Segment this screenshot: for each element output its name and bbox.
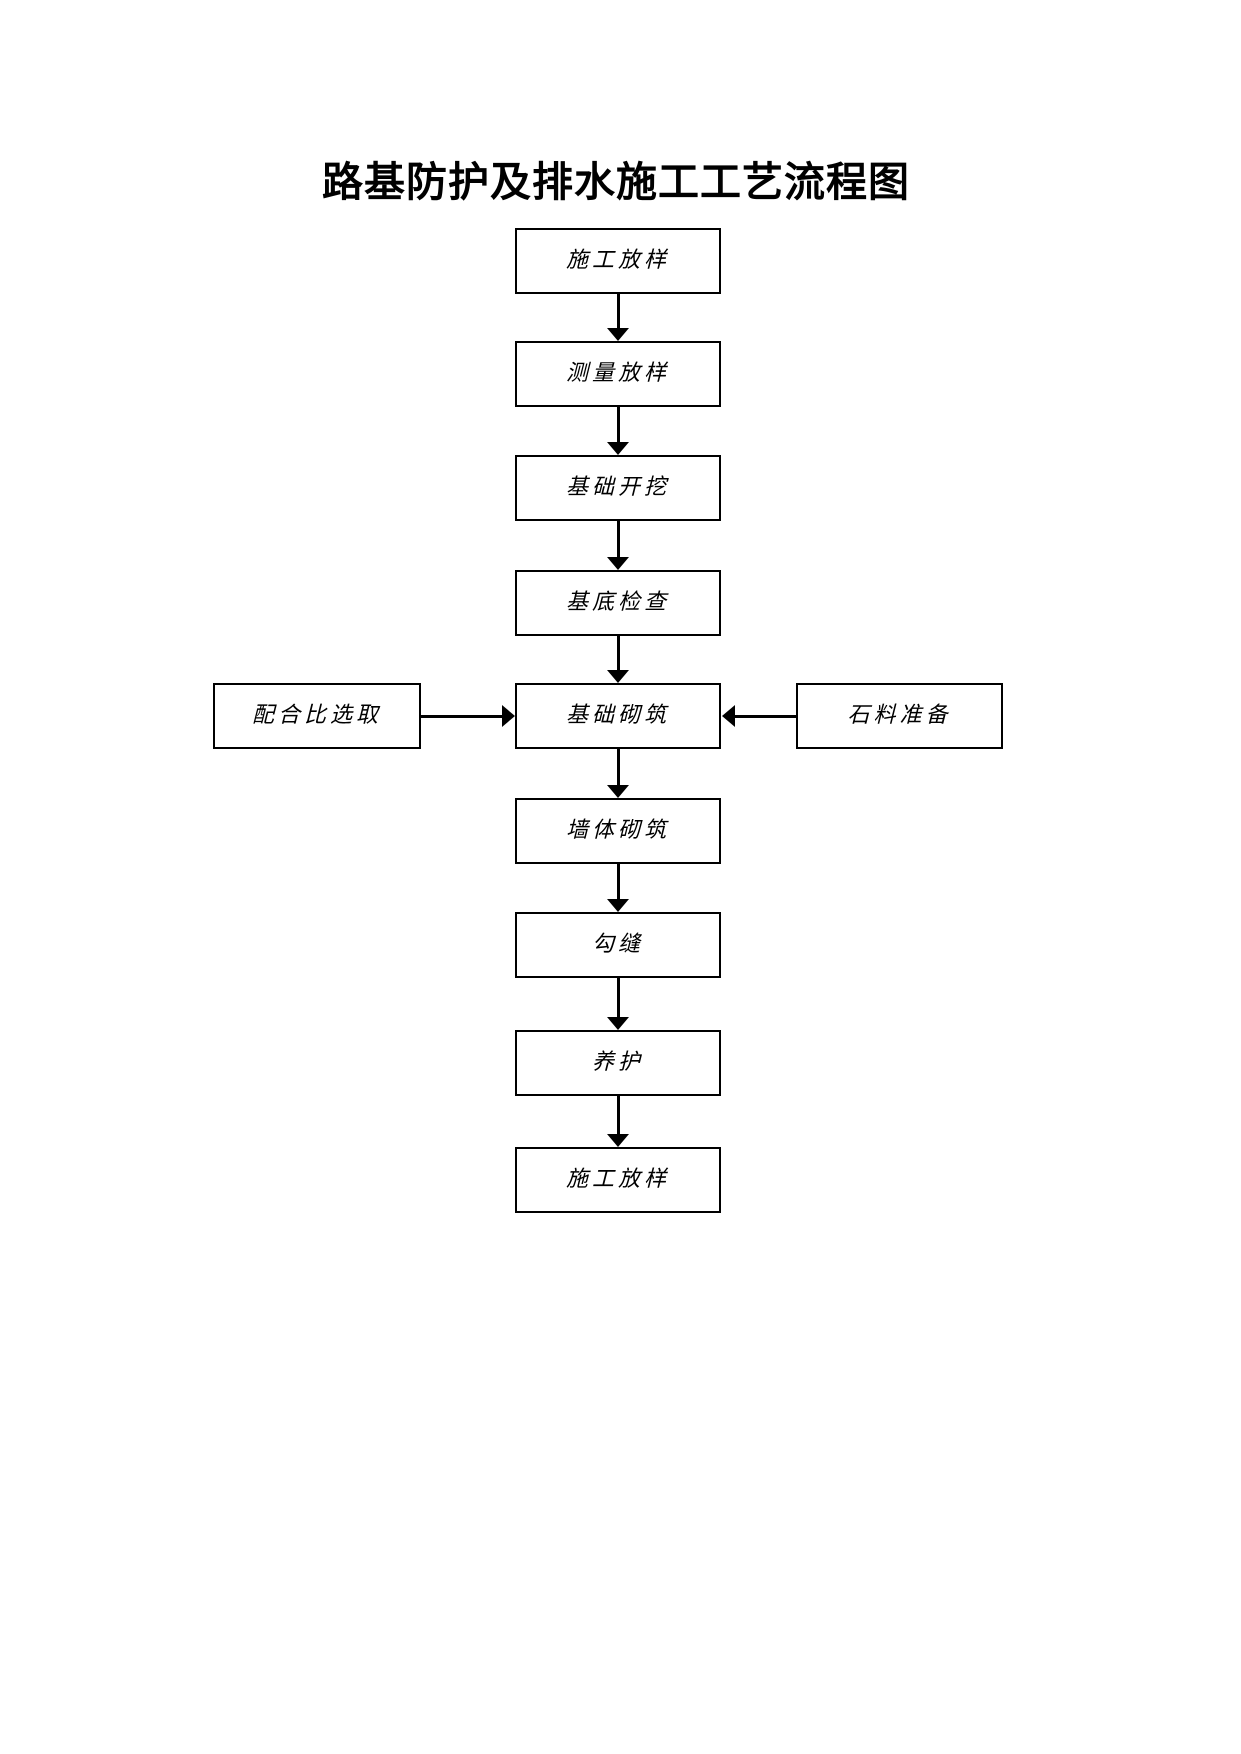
arrow-right-mix-ratio-to-foundation-masonry	[421, 702, 515, 730]
flow-box-survey-setout: 测量放样	[515, 341, 721, 407]
arrow-left-stone-preparation-to-foundation-masonry	[722, 702, 796, 730]
flow-box-foundation-masonry: 基础砌筑	[515, 683, 721, 749]
arrow-down-8	[604, 1096, 632, 1147]
flow-box-mix-ratio-selection: 配合比选取	[213, 683, 421, 749]
flow-box-curing: 养护	[515, 1030, 721, 1096]
flow-box-base-inspection: 基底检查	[515, 570, 721, 636]
arrow-down-5	[604, 749, 632, 798]
page-title: 路基防护及排水施工工艺流程图	[322, 159, 910, 205]
arrow-down-7	[604, 978, 632, 1030]
flow-box-jointing: 勾缝	[515, 912, 721, 978]
flow-box-stone-preparation: 石料准备	[796, 683, 1003, 749]
flow-box-final-setout: 施工放样	[515, 1147, 721, 1213]
arrow-down-3	[604, 521, 632, 570]
arrow-down-2	[604, 407, 632, 455]
arrow-down-1	[604, 294, 632, 341]
flow-box-wall-masonry: 墙体砌筑	[515, 798, 721, 864]
flow-box-foundation-excavation: 基础开挖	[515, 455, 721, 521]
arrow-down-4	[604, 636, 632, 683]
flow-box-construction-setout: 施工放样	[515, 228, 721, 294]
arrow-down-6	[604, 864, 632, 912]
